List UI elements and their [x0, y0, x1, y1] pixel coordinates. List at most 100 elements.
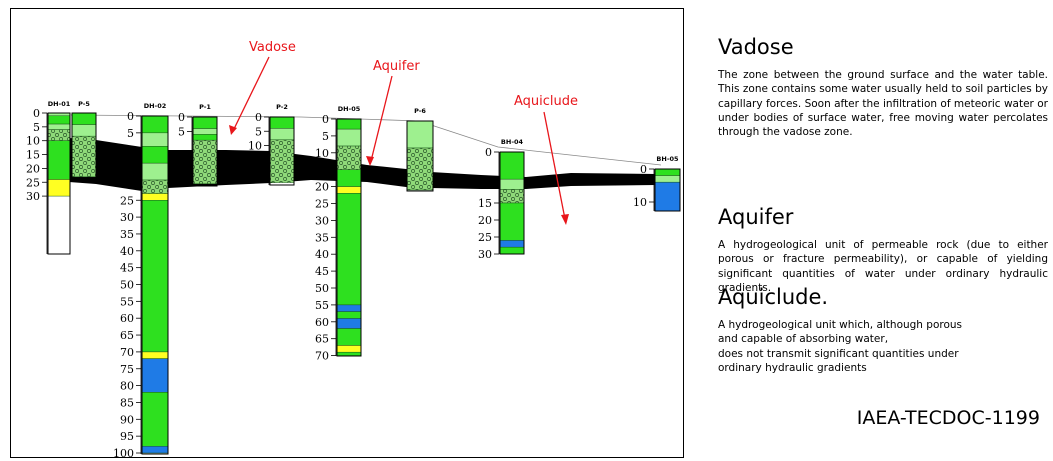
column-outline [654, 168, 681, 212]
layer-gv [141, 179, 169, 194]
depth-tick-label: 0 [33, 107, 40, 120]
column-outline [141, 115, 169, 455]
ground-surface-east [418, 120, 662, 166]
layer-gv [192, 139, 218, 184]
arrow-aquifer-head [366, 156, 374, 166]
layer-g [47, 115, 71, 125]
depth-tick-label: 55 [315, 299, 329, 312]
depth-tick-label: 80 [120, 380, 134, 393]
layer-l [141, 162, 169, 181]
depth-tick-label: 30 [315, 214, 329, 227]
layer-y [47, 179, 71, 197]
layer-gv [71, 135, 97, 178]
layer-g [336, 193, 362, 306]
depth-tick-label: 35 [120, 228, 134, 241]
depth-tick-label: 45 [120, 262, 134, 275]
depth-tick-label: 60 [315, 316, 329, 329]
layer-g [336, 118, 362, 130]
depth-tick-label: 20 [120, 177, 134, 190]
borehole-dh-02: DH-0205101520253035404550556065707580859… [113, 102, 169, 457]
layer-g [192, 116, 218, 129]
layer-l [406, 120, 434, 149]
ground-surface-west [70, 114, 420, 122]
depth-tick-label: 10 [120, 144, 134, 157]
depth-tick-label: 25 [26, 176, 40, 189]
depth-tick-label: 65 [120, 329, 134, 342]
layer-g [141, 115, 169, 134]
depth-tick-label: 100 [113, 447, 134, 457]
layer-g [192, 134, 218, 141]
layer-l [192, 128, 218, 135]
layer-g [499, 151, 525, 180]
vadose-heading: Vadose [718, 35, 794, 59]
layer-g [336, 169, 362, 187]
borehole-label: BH-04 [501, 138, 524, 146]
aquiclude-line-3: does not transmit significant quantities… [718, 347, 959, 360]
layer-g [336, 351, 362, 356]
depth-tick-label: 75 [120, 363, 134, 376]
layer-g [141, 146, 169, 164]
aquifer-definition: A hydrogeological unit of permeable rock… [718, 239, 1048, 294]
depth-tick-label: 25 [315, 198, 329, 211]
layer-b [654, 181, 681, 212]
layer-l [71, 124, 97, 137]
layer-b [336, 318, 362, 329]
borehole-label: P-6 [414, 107, 426, 115]
layer-y [336, 186, 362, 194]
column-outline [269, 116, 295, 186]
depth-tick-label: 20 [26, 162, 40, 175]
depth-tick-label: 55 [120, 295, 134, 308]
layer-g [499, 202, 525, 241]
layer-b [141, 358, 169, 393]
depth-tick-label: 0 [322, 113, 329, 126]
borehole-p-1: P-105 [178, 103, 218, 187]
depth-tick-label: 25 [120, 194, 134, 207]
layer-b [141, 446, 169, 454]
depth-tick-label: 40 [120, 245, 134, 258]
borehole-label: DH-01 [48, 100, 71, 108]
zone-label-aquiclude: Aquiclude [514, 94, 578, 109]
layer-gv [406, 147, 434, 191]
layer-l [654, 175, 681, 183]
layer-l [336, 128, 362, 147]
layer-g [71, 112, 97, 125]
depth-tick-label: 20 [248, 168, 262, 181]
layer-y [336, 345, 362, 353]
layer-gv [47, 129, 71, 141]
borehole-label: P-2 [276, 103, 288, 111]
depth-tick-label: 5 [255, 125, 262, 138]
depth-tick-label: 5 [127, 127, 134, 140]
depth-tick-label: 0 [127, 110, 134, 123]
depth-tick-label: 50 [120, 279, 134, 292]
borehole-label: DH-02 [144, 102, 167, 110]
layer-g [141, 200, 169, 353]
depth-tick-label: 15 [315, 164, 329, 177]
layer-g [269, 116, 295, 129]
borehole-label: DH-05 [338, 105, 361, 113]
layer-b [336, 304, 362, 312]
depth-tick-label: 60 [120, 312, 134, 325]
depth-tick-label: 95 [120, 430, 134, 443]
borehole-label: P-5 [78, 100, 90, 108]
layer-g [336, 328, 362, 346]
layer-b [499, 240, 525, 248]
layer-l [47, 123, 71, 130]
borehole-label: BH-05 [656, 155, 679, 163]
zone-label-vadose: Vadose [249, 40, 296, 55]
layer-l [141, 132, 169, 147]
depth-tick-label: 15 [26, 149, 40, 162]
depth-tick-label: 30 [26, 190, 40, 203]
reference-citation: IAEA-TECDOC-1199 [856, 407, 1040, 429]
depth-tick-label: 5 [178, 126, 185, 139]
arrow-aquiclude [543, 111, 566, 220]
arrow-aquiclude-head [561, 214, 569, 225]
depth-tick-label: 10 [315, 147, 329, 160]
aquiclude-line-2: and capable of absorbing water, [718, 333, 889, 346]
depth-tick-label: 30 [478, 248, 492, 261]
depth-tick-label: 15 [120, 161, 134, 174]
borehole-label: P-1 [199, 103, 211, 111]
